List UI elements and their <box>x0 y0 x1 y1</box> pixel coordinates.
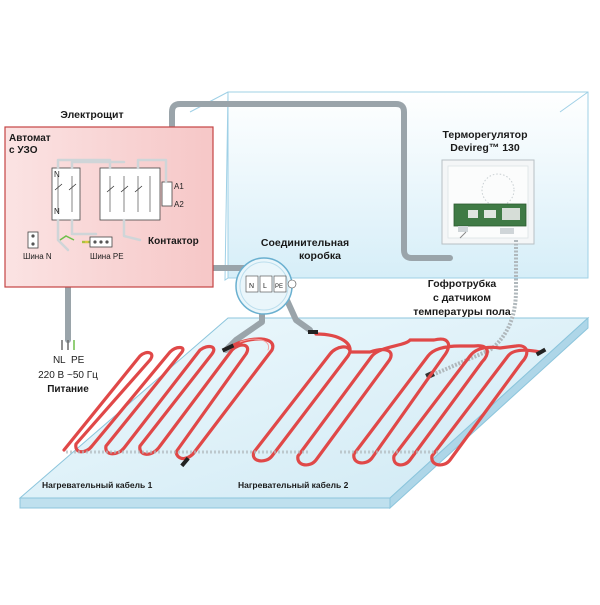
thermostat-label-1: Терморегулятор <box>442 129 527 141</box>
contactor-coil <box>161 181 173 207</box>
wire-panel-to-thermostat <box>169 101 453 261</box>
heating-cables <box>62 330 547 468</box>
floor-slab-front <box>19 497 391 509</box>
contactor-block <box>99 167 161 221</box>
cable1-label: Нагревательный кабель 1 <box>42 480 153 490</box>
left-wall <box>224 91 229 281</box>
terminal-a1: A1 <box>174 182 184 191</box>
bus-pe-label: Шина PE <box>90 252 124 261</box>
supply-caption: Питание <box>47 384 89 395</box>
terminal-a2: A2 <box>174 200 184 209</box>
floor-slab-top <box>18 317 590 499</box>
cable-end-3 <box>308 330 318 334</box>
jb-l: L <box>263 283 267 290</box>
svg-text:N: N <box>54 170 60 179</box>
cable2-label: Нагревательный кабель 2 <box>238 480 349 490</box>
floor-slab-side <box>389 316 589 510</box>
rcd-breaker <box>51 167 81 221</box>
conduit-label-2: с датчиком <box>433 292 491 304</box>
bus-n-label: Шина N <box>23 252 52 261</box>
conduit-label-3: температуры пола <box>413 306 511 318</box>
supply-pe: PE <box>71 355 85 366</box>
sensor-conduit <box>429 240 518 378</box>
breaker-label-2: с УЗО <box>9 145 38 156</box>
panel-title: Электрощит <box>60 109 123 121</box>
supply-n: N <box>53 355 60 366</box>
electrical-panel: Электрощит Автомат с УЗО N N A1 A2 <box>4 109 214 288</box>
supply-voltage: 220 В ~50 Гц <box>38 370 98 381</box>
heating-cable-2 <box>251 332 542 467</box>
junction-box: Соединительная коробка N L PE <box>235 237 349 315</box>
thermostat: Терморегулятор Devireg™ 130 <box>441 129 535 245</box>
bus-n <box>27 231 39 249</box>
cable-end-1 <box>221 343 235 353</box>
svg-text:N: N <box>54 207 60 216</box>
cable-end-4 <box>535 347 547 357</box>
contactor-label: Контактор <box>148 236 199 247</box>
supply-l: L <box>60 355 66 366</box>
power-supply: N L PE 220 В ~50 Гц Питание <box>38 340 98 395</box>
conduit-label-1: Гофротрубка <box>428 278 497 290</box>
jb-pe: PE <box>275 284 283 290</box>
breaker-label-1: Автомат <box>9 133 51 144</box>
cable-end-2 <box>180 456 190 468</box>
jb-n: N <box>249 283 254 290</box>
junction-label-1: Соединительная <box>261 237 349 249</box>
wall-right-top <box>559 91 589 113</box>
thermostat-label-2: Devireg™ 130 <box>450 142 520 154</box>
conduit: Гофротрубка с датчиком температуры пола <box>413 240 518 380</box>
wire-junction-to-cable2 <box>283 295 313 333</box>
junction-label-2: коробка <box>299 250 341 262</box>
